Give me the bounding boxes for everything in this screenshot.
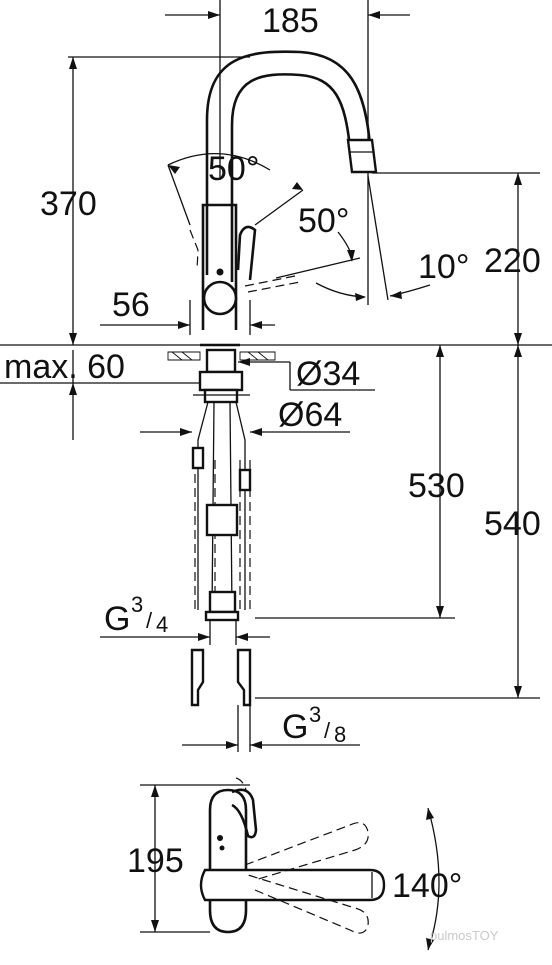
svg-text:/: / (324, 718, 331, 743)
label-56: 56 (112, 286, 150, 324)
dim-370: 370 (40, 56, 250, 345)
dim-540: 540 (255, 345, 541, 699)
label-g34-g: G (104, 600, 130, 638)
dim-530: 530 (255, 345, 465, 619)
label-10: 10° (418, 248, 469, 286)
label-530: 530 (408, 467, 465, 505)
label-540: 540 (484, 505, 541, 543)
top-view: 195 (127, 777, 386, 934)
label-g38-den: 8 (334, 722, 346, 747)
dim-angle-50-top: 50° (167, 150, 304, 226)
dim-140: 140° (392, 807, 462, 951)
label-d64: Ø64 (278, 396, 342, 434)
dim-185: 185 (165, 0, 410, 305)
dim-56: 56 (100, 286, 275, 335)
hoses (191, 401, 252, 622)
label-50-top: 50° (208, 150, 259, 188)
label-max60: max. 60 (4, 348, 125, 386)
mounting-block (193, 348, 250, 404)
countertop: max. 60 (0, 344, 552, 440)
label-g34-num: 3 (131, 592, 143, 617)
faucet-body (189, 50, 378, 347)
label-g34-den: 4 (156, 612, 168, 637)
connectors (190, 648, 252, 752)
label-50-side: 50° (298, 202, 349, 240)
label-140: 140° (392, 867, 462, 905)
svg-text:/: / (146, 608, 153, 633)
label-g38-num: 3 (309, 702, 321, 727)
dim-g34: G 3 / 4 (100, 592, 270, 645)
label-220: 220 (484, 242, 541, 280)
label-185: 185 (262, 2, 319, 40)
label-d34: Ø34 (296, 355, 360, 393)
label-195: 195 (127, 842, 184, 880)
watermark: pulmosTOY (430, 928, 499, 943)
dim-220: 220 (372, 172, 541, 345)
dim-angle-50-side: 50° (275, 202, 361, 279)
dim-angle-10: 10° (315, 175, 469, 301)
label-370: 370 (40, 185, 97, 223)
dim-d64: Ø64 (140, 396, 350, 436)
dim-d34: Ø34 (238, 355, 375, 393)
dim-g38: G 3 / 8 (182, 702, 360, 749)
label-g38-g: G (282, 708, 308, 746)
